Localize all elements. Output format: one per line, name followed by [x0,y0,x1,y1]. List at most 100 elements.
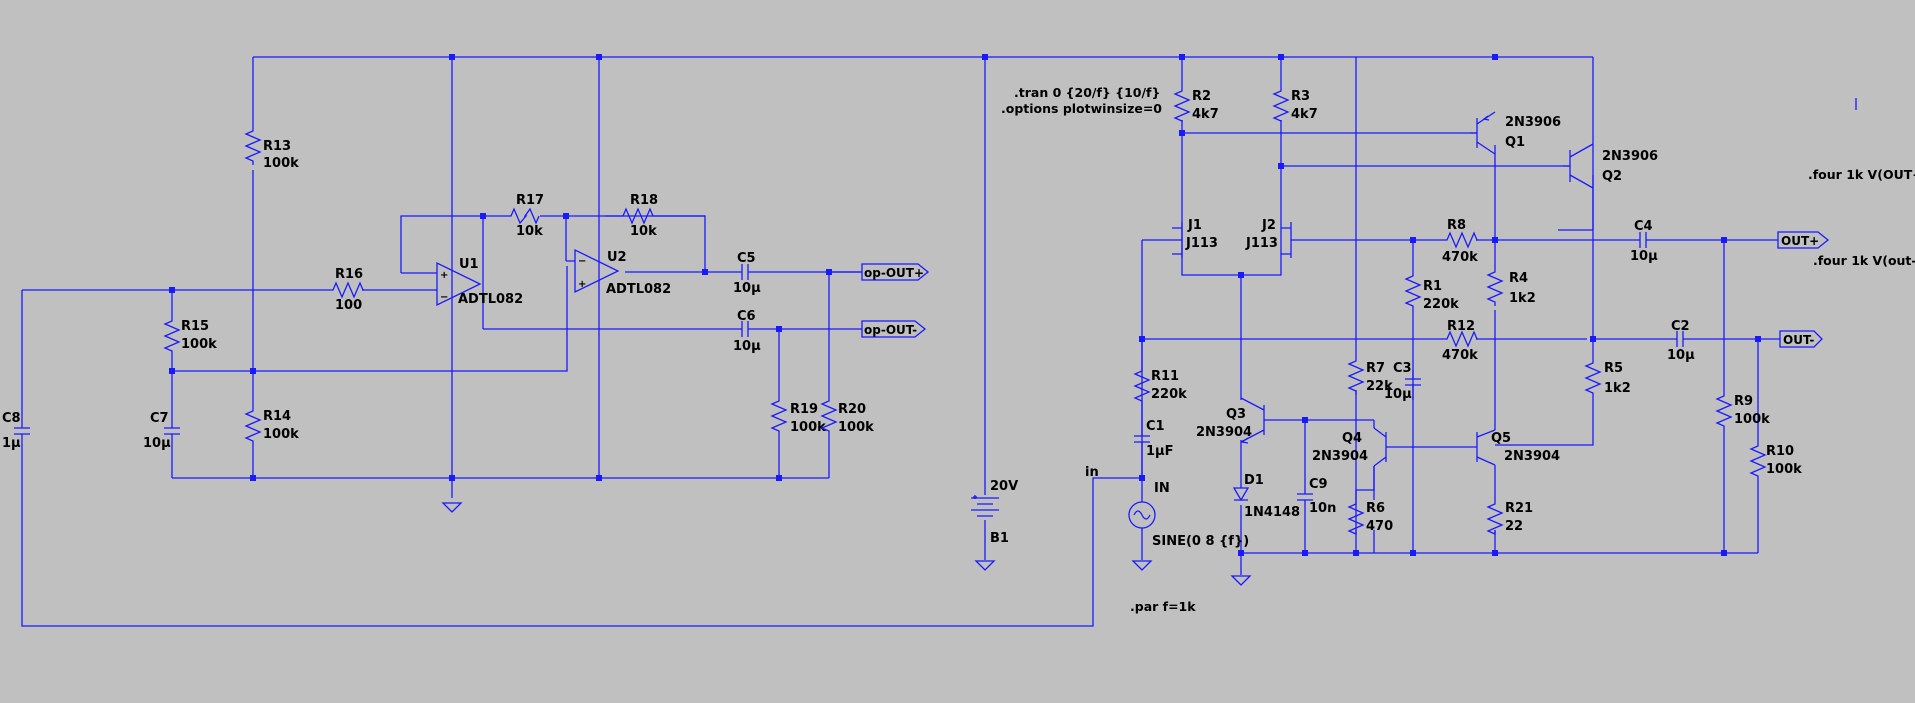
svg-text:R1: R1 [1423,279,1442,294]
directive-param[interactable]: .par f=1k [1130,599,1196,614]
resistor-R18[interactable]: R18 10k [605,193,705,239]
svg-text:20V: 20V [990,479,1018,494]
resistor-R19[interactable]: R19 100k [770,395,826,435]
svg-text:100k: 100k [1734,412,1770,427]
directive-four-outplus[interactable]: .four 1k V(OUT+) [1808,167,1915,182]
svg-text:2N3904: 2N3904 [1312,449,1368,464]
svg-text:U1: U1 [459,257,479,272]
svg-text:10µ: 10µ [1384,387,1412,402]
directive-options[interactable]: .options plotwinsize=0 [1001,101,1162,116]
svg-text:10µ: 10µ [143,436,171,451]
svg-text:4k7: 4k7 [1192,107,1219,122]
svg-text:100k: 100k [263,427,299,442]
port-out-minus[interactable]: OUT- [1758,330,1823,348]
transistor-Q3[interactable]: Q3 2N3904 [1196,397,1265,444]
resistor-R16[interactable]: R16 100 [330,267,364,313]
resistor-R6[interactable]: R6 470 [1347,466,1393,535]
svg-text:op-OUT+: op-OUT+ [864,266,924,280]
svg-text:R3: R3 [1291,89,1310,104]
svg-text:J2: J2 [1261,218,1276,233]
svg-text:C8: C8 [2,411,21,426]
resistor-R14[interactable]: R14 100k [244,405,299,443]
resistor-R11[interactable]: R11 220k [1133,365,1187,405]
svg-text:22: 22 [1505,519,1523,534]
svg-text:R2: R2 [1192,89,1211,104]
capacitor-C1[interactable]: C1 1µF [1134,419,1174,459]
resistor-R9[interactable]: R9 100k [1715,390,1770,430]
svg-text:B1: B1 [990,531,1009,546]
svg-text:Q3: Q3 [1226,407,1246,422]
svg-text:10n: 10n [1309,501,1336,516]
capacitor-C5[interactable]: C5 10µ [733,251,761,296]
resistor-R3[interactable]: R3 4k7 [1272,85,1318,122]
svg-text:R5: R5 [1604,361,1623,376]
resistor-R10[interactable]: R10 100k [1749,440,1802,480]
resistor-R1[interactable]: R1 220k [1404,270,1459,320]
svg-text:1N4148: 1N4148 [1244,505,1300,520]
jfet-J1[interactable]: J1 J113 [1163,218,1218,258]
svg-text:R8: R8 [1447,218,1466,233]
voltage-source-IN[interactable]: IN SINE(0 8 {f}) [1128,481,1249,560]
port-op-out-minus[interactable]: op-OUT- [861,320,927,338]
resistor-R12[interactable]: R12 470k [1442,319,1478,363]
directive-tran[interactable]: .tran 0 {20/f} {10/f} [1014,85,1160,100]
svg-text:2N3904: 2N3904 [1196,425,1252,440]
svg-text:100k: 100k [838,420,874,435]
svg-text:10k: 10k [630,224,657,239]
capacitor-C3[interactable]: C3 10µ [1384,361,1421,402]
svg-text:Q4: Q4 [1342,431,1362,446]
svg-text:R21: R21 [1505,501,1533,516]
transistor-Q4[interactable]: Q4 2N3904 [1312,427,1387,467]
svg-text:1k2: 1k2 [1604,381,1631,396]
resistor-R5[interactable]: R5 1k2 [1584,357,1631,405]
capacitor-C4[interactable]: C4 10µ [1630,219,1658,264]
directive-four-outminus[interactable]: .four 1k V(out-) [1813,253,1915,268]
svg-text:R13: R13 [263,139,291,154]
svg-text:C5: C5 [737,251,756,266]
resistor-R20[interactable]: R20 100k [820,395,874,435]
svg-text:R11: R11 [1151,369,1179,384]
opamp-U2[interactable]: − + U2 ADTL082 [574,248,671,297]
svg-text:C9: C9 [1309,477,1328,492]
ground-symbols [441,502,1252,586]
jfet-J2[interactable]: J2 J113 [1245,218,1300,258]
svg-text:100k: 100k [263,156,299,171]
svg-text:470k: 470k [1442,250,1478,265]
opamp-U1[interactable]: + − U1 ADTL082 [435,257,523,307]
svg-text:ADTL082: ADTL082 [606,282,671,297]
capacitor-C9[interactable]: C9 10n [1297,477,1336,516]
resistor-R8[interactable]: R8 470k [1442,218,1478,265]
transistor-Q2[interactable]: 2N3906 Q2 [1563,143,1658,189]
svg-text:220k: 220k [1423,297,1459,312]
svg-text:C2: C2 [1671,319,1690,334]
svg-text:R6: R6 [1366,501,1385,516]
resistor-R17[interactable]: R17 10k [508,193,544,239]
diode-D1[interactable]: D1 1N4148 [1232,473,1300,520]
resistor-R15[interactable]: R15 100k [163,315,217,355]
battery-B1[interactable]: 20V B1 [971,479,1018,546]
port-op-out-plus[interactable]: op-OUT+ [829,263,930,281]
capacitor-C6[interactable]: C6 10µ [733,309,761,354]
capacitor-C2[interactable]: C2 10µ [1665,319,1695,363]
svg-text:10µ: 10µ [1667,348,1695,363]
resistor-R7[interactable]: R7 22k [1347,340,1393,395]
resistor-R21[interactable]: R21 22 [1486,500,1533,535]
resistor-R13[interactable]: R13 100k [244,125,299,171]
svg-text:IN: IN [1154,481,1170,496]
svg-text:470k: 470k [1442,348,1478,363]
transistor-Q5[interactable]: Q5 2N3904 [1465,429,1560,466]
svg-text:R10: R10 [1766,444,1794,459]
capacitor-C7[interactable]: C7 10µ [143,411,180,451]
resistor-R4[interactable]: R4 1k2 [1486,266,1536,306]
resistor-R2[interactable]: R2 4k7 [1173,85,1219,122]
svg-text:2N3904: 2N3904 [1504,449,1560,464]
port-out-plus[interactable]: OUT+ [1777,231,1830,249]
svg-text:100: 100 [335,298,362,313]
svg-text:100k: 100k [1766,462,1802,477]
capacitor-C8[interactable]: C8 1µ [2,411,30,451]
svg-text:+: + [578,279,586,290]
transistor-Q1[interactable]: 2N3906 Q1 [1470,111,1561,155]
svg-text:R16: R16 [335,267,363,282]
svg-text:OUT-: OUT- [1783,333,1814,347]
